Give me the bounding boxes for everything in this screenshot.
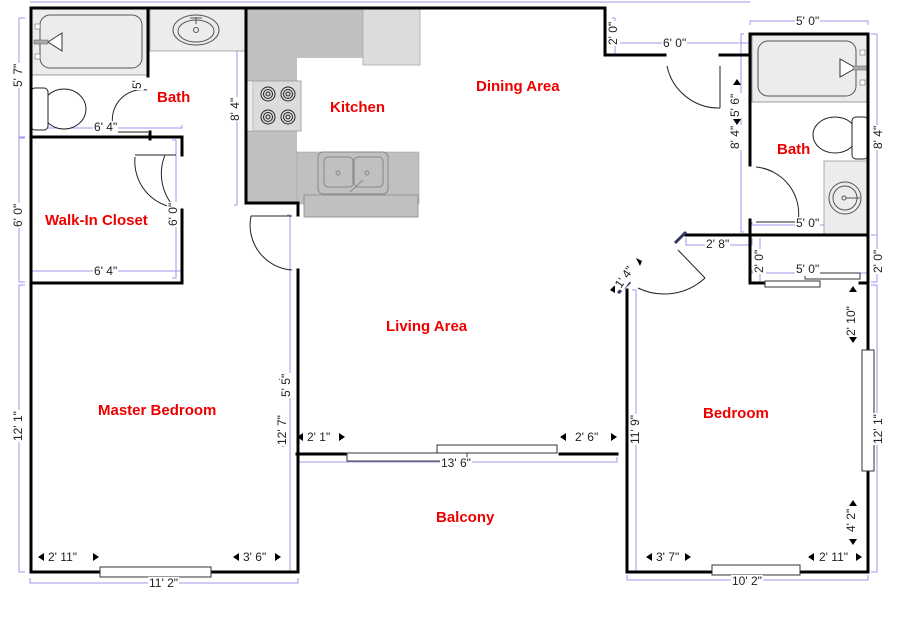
dim-bath-left-height: 5' 7" [11, 62, 25, 88]
dim-entry-offset: 5' 6" [728, 92, 742, 118]
room-label-master-bedroom: Master Bedroom [98, 402, 217, 419]
toilet-icon [812, 116, 869, 160]
toilet-icon [30, 87, 87, 131]
dimension-lines [18, 1, 878, 584]
dim-bath-left-width: 6' 4" [93, 120, 119, 134]
dim-bedroom-win-right: 2' 11" [818, 550, 850, 564]
dim-kitchen-height: 8' 4" [228, 96, 242, 122]
dim-closet-right-outer-height: 2' 0" [871, 248, 885, 274]
room-label-closet: Walk-In Closet [45, 212, 148, 229]
dim-dining-step: 2' 0" [606, 20, 620, 46]
dim-entry-width: 6' 0" [662, 36, 688, 50]
dim-closet-door: 6' 0" [166, 201, 180, 227]
dim-balcony-left: 2' 1" [306, 430, 332, 444]
dim-master-win-left: 2' 11" [47, 550, 79, 564]
dim-bedroom-closet-gap: 2' 10" [844, 305, 858, 337]
dim-bedroom-win-left: 3' 7" [655, 550, 681, 564]
door-swings [111, 65, 800, 295]
dim-bedroom-right-height: 12' 1" [871, 413, 885, 445]
dim-closet-right-inner-height: 2' 0" [752, 248, 766, 274]
dim-master-inner-height: 12' 7" [275, 414, 289, 446]
room-label-bath-left: Bath [157, 89, 191, 106]
dim-bedroom-height: 11' 9" [628, 413, 642, 445]
dim-bath-right-width: 5' 0" [795, 216, 821, 230]
right-bath-fixtures [751, 34, 869, 236]
dim-hall-width: 2' 8" [705, 237, 731, 251]
windows [99, 272, 875, 578]
dim-bath-right-inner-height: 8' 4" [728, 124, 742, 150]
room-label-dining: Dining Area [476, 78, 560, 95]
dim-closet-width: 6' 4" [93, 264, 119, 278]
dim-bath-right-top: 5' 0" [795, 14, 821, 28]
room-label-bath-right: Bath [777, 141, 811, 158]
dim-master-height: 12' 1" [11, 410, 25, 442]
bathroom-sink-icon [172, 14, 220, 46]
kitchen-sink-icon [317, 151, 389, 195]
bathroom-sink-icon [828, 181, 862, 215]
room-label-bedroom: Bedroom [703, 405, 769, 422]
room-label-living: Living Area [386, 318, 468, 335]
dim-master-door-offset: 5' 5" [279, 372, 293, 398]
stove-icon [245, 80, 302, 132]
dim-balcony-width: 13' 6" [440, 456, 472, 470]
dim-bath-right-outer-height: 8' 4" [871, 124, 885, 150]
dim-master-width: 11' 2" [148, 576, 180, 590]
dim-closet-right-width: 5' 0" [795, 262, 821, 276]
dim-bedroom-width: 10' 2" [731, 574, 763, 588]
dim-bedroom-win-bottom: 4' 2" [844, 507, 858, 533]
room-label-kitchen: Kitchen [330, 99, 386, 116]
dim-balcony-right: 2' 6" [574, 430, 600, 444]
left-bath-fixtures [30, 8, 246, 131]
walls [29, 6, 870, 574]
room-label-balcony: Balcony [436, 509, 495, 526]
dim-master-win-right: 3' 6" [242, 550, 268, 564]
door-jambs [616, 230, 688, 295]
dim-closet-height: 6' 0" [11, 202, 25, 228]
dim-bath-left-door: 5' [130, 79, 144, 90]
